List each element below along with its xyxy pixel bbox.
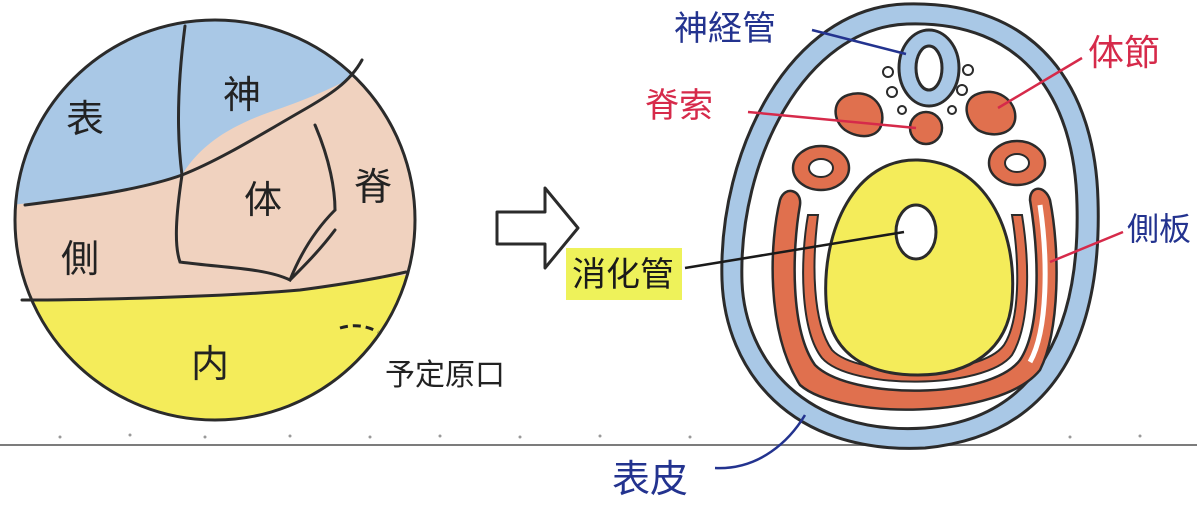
notochord-right-label: 脊索 <box>645 86 713 126</box>
somite-right-label: 体節 <box>1088 33 1160 74</box>
somite-label: 体 <box>244 178 282 222</box>
right-arrow-icon <box>495 186 580 270</box>
blastopore-mark <box>339 324 379 334</box>
lateral-label: 側 <box>61 237 99 281</box>
neural-tube-leader <box>811 28 907 56</box>
endoderm-label: 内 <box>191 342 229 386</box>
epidermis-leader <box>714 414 807 470</box>
neural-tube-label: 神経管 <box>674 9 776 49</box>
gut-tube <box>824 158 1015 377</box>
lateral-plate-leader <box>1049 230 1124 264</box>
notochord-label: 脊 <box>354 165 392 209</box>
epidermis-label: 表皮 <box>612 457 688 501</box>
lateral-plate-inner <box>802 214 1029 383</box>
neural-label: 神 <box>223 73 261 117</box>
gastrula-fate-map: 表 神 体 脊 側 内 予定原口 <box>13 18 505 422</box>
gastrula-outline <box>13 18 417 422</box>
ectoderm-region <box>15 20 415 205</box>
somite-right <box>965 90 1017 136</box>
lateral-plate-outer <box>771 187 1058 411</box>
gut-label-highlight <box>566 248 682 300</box>
gut-leader <box>684 230 905 270</box>
notochord-leader <box>747 110 917 130</box>
blastopore-label: 予定原口 <box>385 358 505 393</box>
neural-crest-cells <box>882 64 974 115</box>
coelom-right <box>1027 204 1048 364</box>
gut-label: 消化管 <box>572 255 674 295</box>
neurula-cross-section: 神経管 脊索 体節 側板 消化管 表皮 <box>566 2 1191 501</box>
somite-left <box>834 92 884 138</box>
ground-dots <box>58 433 1142 439</box>
gut-lumen <box>894 203 938 261</box>
lateral-plate-label: 側板 <box>1127 210 1191 248</box>
ectoderm-label: 表 <box>66 97 104 141</box>
somite-leader <box>997 56 1083 110</box>
